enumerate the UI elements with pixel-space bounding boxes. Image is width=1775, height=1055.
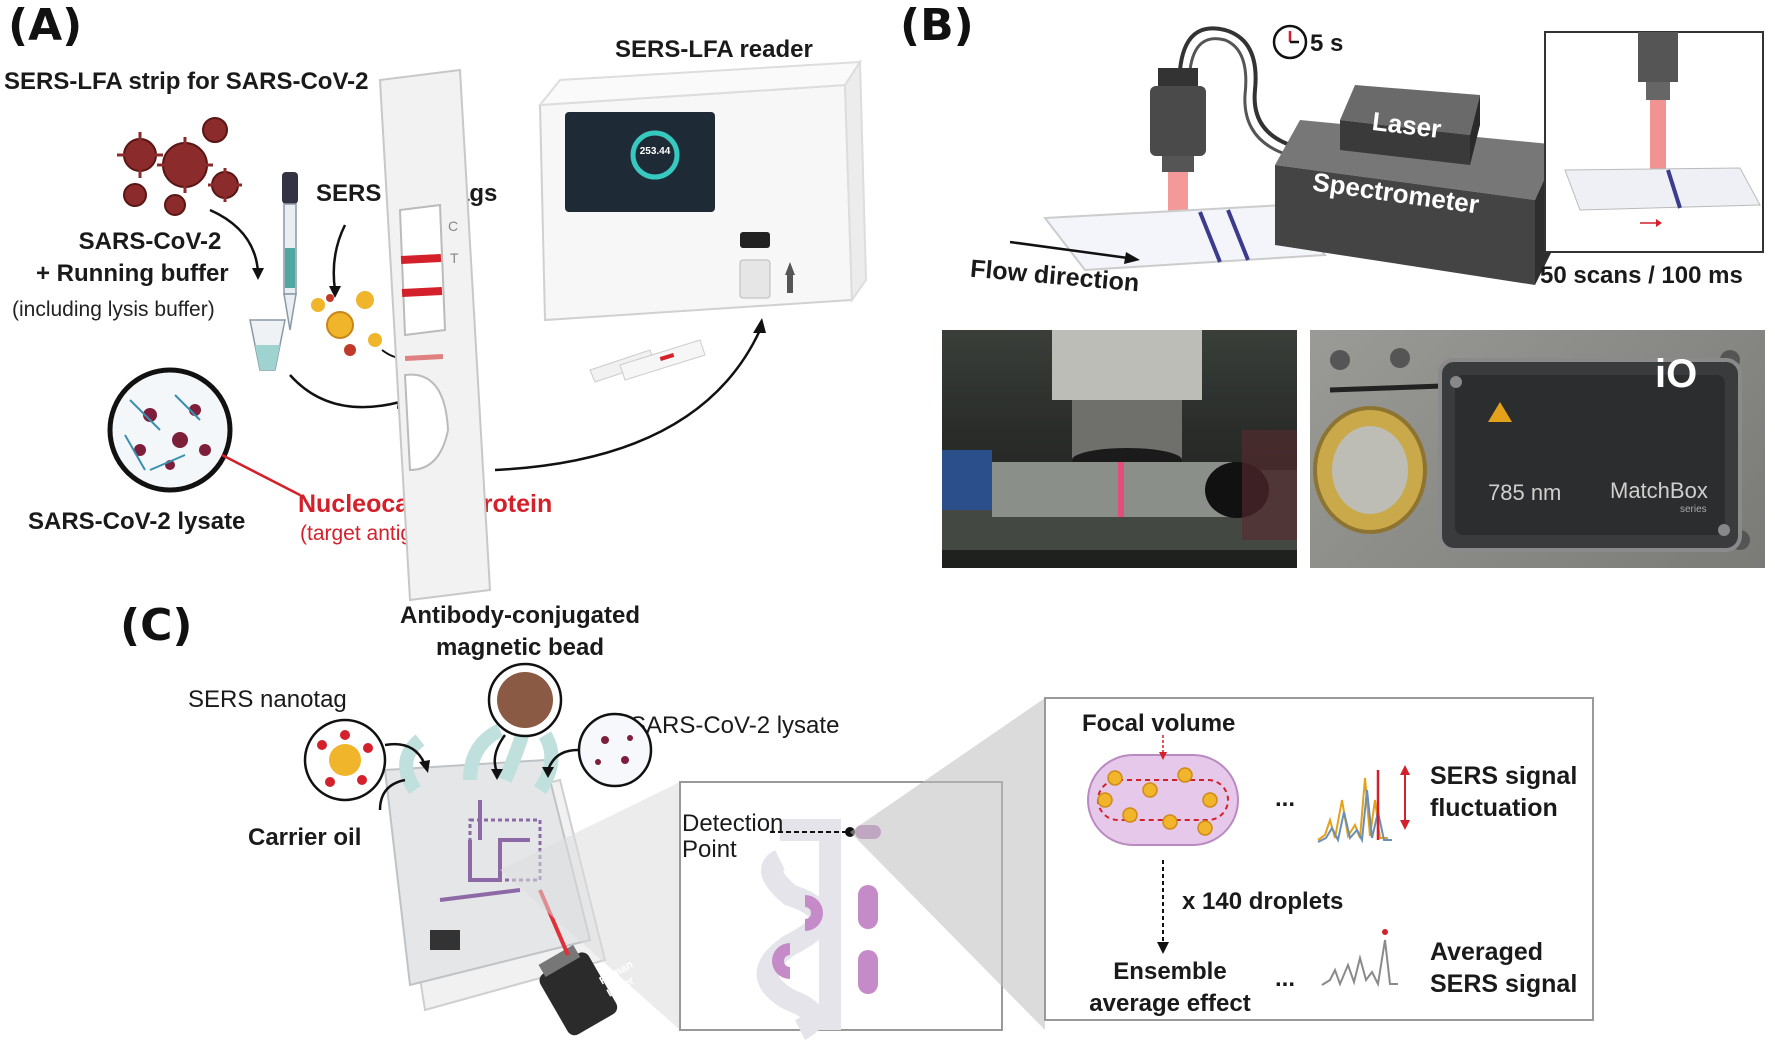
fluctuation-label-line2: fluctuation [1430, 794, 1558, 822]
sample-note: (including lysis buffer) [12, 298, 215, 321]
bead-label-line2: magnetic bead [435, 634, 605, 661]
sample-label-line1: SARS-CoV-2 [78, 228, 222, 255]
reader-title: SERS-LFA reader [615, 36, 813, 63]
photo-matchbox-laser: iO 785 nm MatchBox series [1310, 330, 1765, 568]
droplets-label: x 140 droplets [1182, 888, 1344, 915]
panel-a-letter: (A) [8, 0, 83, 51]
detection-label-line1: Detection [682, 810, 784, 837]
scans-label: 50 scans / 100 ms [1540, 262, 1743, 289]
device-name: MatchBox [1610, 478, 1708, 503]
strip-t-mark: T [450, 250, 459, 266]
nanotag-cluster [311, 291, 382, 356]
sample-label-line2: + Running buffer [36, 260, 229, 287]
device-logo: iO [1655, 352, 1698, 396]
ensemble-label-line1: Ensemble [1113, 958, 1227, 985]
panel-b-letter: (B) [900, 0, 974, 51]
nanotag-label-c: SERS nanotag [188, 686, 347, 713]
oil-label: Carrier oil [248, 824, 362, 851]
device-wavelength: 785 nm [1488, 480, 1562, 505]
ellipsis-2: ... [1275, 965, 1296, 992]
reader-screen-value: 253.44 [639, 146, 671, 157]
focal-volume-label: Focal volume [1082, 710, 1236, 737]
ensemble-label-line2: average effect [1089, 990, 1251, 1017]
fluctuation-label-line1: SERS signal [1430, 762, 1578, 790]
averaged-label-line2: SERS signal [1430, 970, 1578, 998]
photo-strip-under-objective [942, 330, 1297, 568]
panel-c-letter: (C) [120, 600, 193, 651]
bead-label-line1: Antibody-conjugated [400, 602, 640, 629]
device-series: series [1680, 504, 1707, 515]
lysate-label-c: SARS-CoV-2 lysate [630, 712, 840, 739]
detection-label-line2: Point [682, 836, 737, 863]
strip-title: SERS-LFA strip for SARS-CoV-2 [4, 68, 369, 95]
timer-label: 5 s [1310, 30, 1344, 57]
averaged-label-line1: Averaged [1430, 938, 1544, 966]
lysate-label-a: SARS-CoV-2 lysate [28, 508, 246, 535]
strip-c-mark: C [448, 218, 459, 234]
ellipsis-1: ... [1275, 785, 1296, 812]
